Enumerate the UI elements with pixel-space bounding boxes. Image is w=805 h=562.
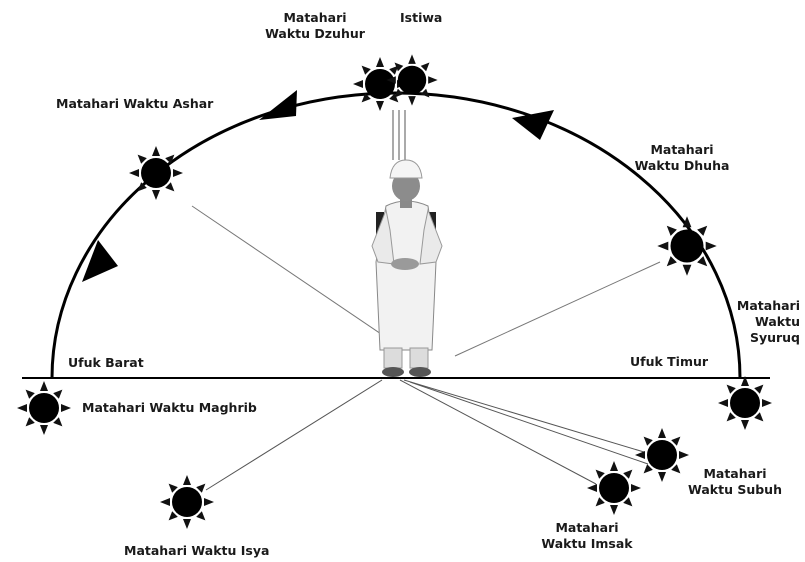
label-maghrib: Matahari Waktu Maghrib	[82, 400, 257, 415]
sight-line-imsak	[399, 379, 597, 485]
label-ufuk-barat: Ufuk Barat	[68, 355, 144, 370]
direction-arrow-icon	[512, 110, 554, 140]
label-ufuk-timur: Ufuk Timur	[630, 354, 709, 369]
label-syuruq-line3: Syuruq	[749, 330, 800, 345]
label-subuh: Matahari Waktu Subuh	[680, 466, 790, 498]
label-syuruq-line2: Waktu	[755, 314, 800, 329]
label-imsak: Matahari Waktu Imsak	[532, 520, 642, 552]
direction-arrow-icon	[82, 240, 118, 282]
label-dhuha-line2: Waktu Dhuha	[634, 158, 730, 173]
sight-line-subuh-2	[409, 381, 649, 465]
label-subuh-line2: Waktu Subuh	[688, 482, 782, 497]
direction-arrow-icon	[259, 90, 297, 120]
label-subuh-line1: Matahari	[703, 466, 767, 481]
label-syuruq: Matahari Waktu Syuruq	[720, 298, 800, 346]
label-dhuha: Matahari Waktu Dhuha	[626, 142, 738, 174]
sight-line-ashar	[191, 205, 391, 341]
sun-icon	[7, 371, 81, 445]
label-imsak-line1: Matahari	[555, 520, 619, 535]
label-dzuhur-line1: Matahari	[283, 10, 347, 25]
label-dzuhur: Matahari Waktu Dzuhur	[250, 10, 380, 42]
label-imsak-line2: Waktu Imsak	[541, 536, 633, 551]
sun-icon	[150, 465, 224, 539]
sun-icon	[577, 451, 651, 525]
sight-line-subuh	[403, 379, 645, 453]
label-isya: Matahari Waktu Isya	[124, 543, 270, 558]
sight-line-isya	[205, 379, 383, 491]
label-syuruq-line1: Matahari	[736, 298, 800, 313]
label-dzuhur-line2: Waktu Dzuhur	[265, 26, 365, 41]
sun-icon	[377, 45, 447, 115]
label-ashar: Matahari Waktu Ashar	[56, 96, 214, 111]
sight-line-dhuha	[454, 261, 661, 357]
label-dhuha-line1: Matahari	[650, 142, 714, 157]
child-figure	[371, 159, 443, 377]
label-istiwa: Istiwa	[400, 10, 443, 25]
